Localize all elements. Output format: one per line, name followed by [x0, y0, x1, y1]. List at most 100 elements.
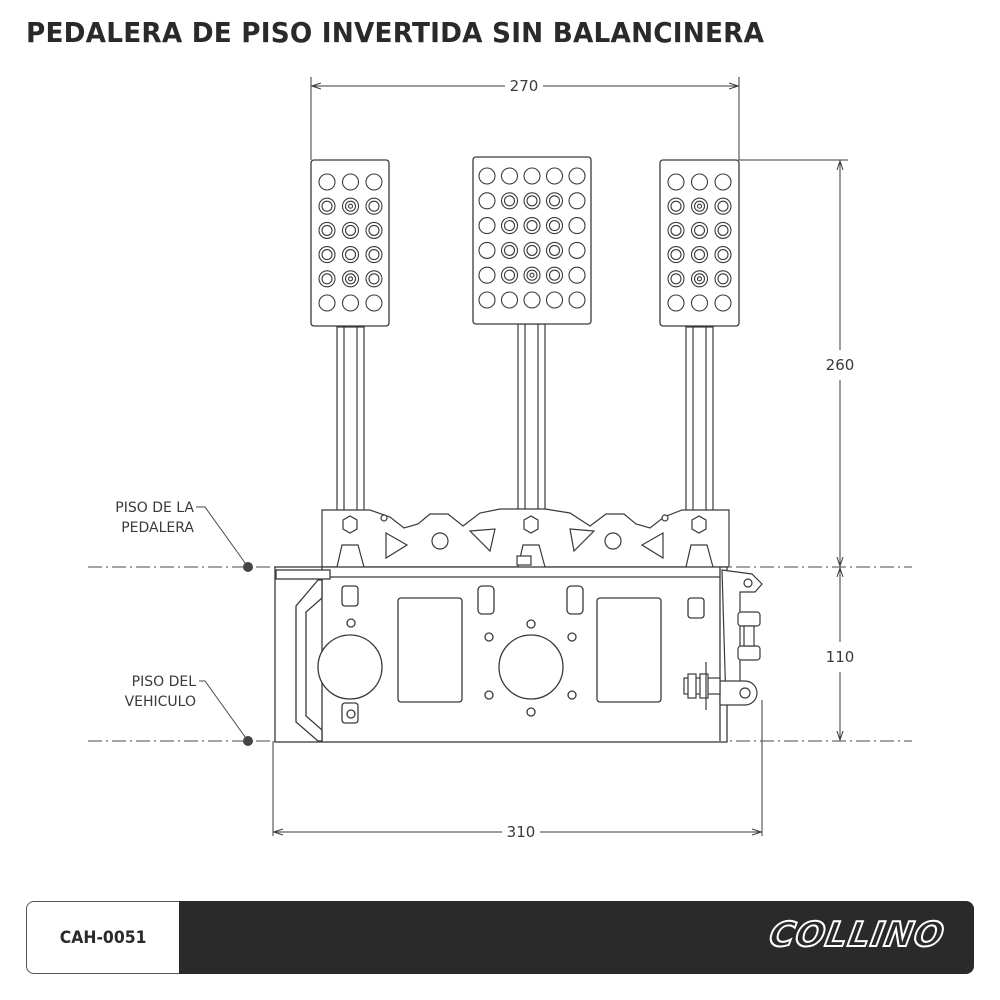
pad-hole [478, 266, 496, 284]
pad-hole [714, 270, 732, 288]
pad-hole [545, 167, 564, 185]
pad-hole [714, 246, 732, 264]
pad-hole-ring [503, 195, 516, 207]
pad-hole [478, 217, 496, 235]
center-pivot-nut [523, 515, 539, 534]
pad-hole [523, 291, 541, 309]
vehicle-floor-label-line2: VEHICULO [125, 694, 196, 710]
pad-hole [568, 192, 586, 210]
pad-hole-ring [344, 224, 357, 236]
left-window [397, 597, 463, 703]
pad-hole [500, 192, 519, 210]
pad-hole [365, 294, 383, 312]
pedal-floor-marker [243, 562, 253, 572]
pad-hole [341, 270, 360, 288]
pad-hole [318, 294, 336, 312]
pad-hole-ring [548, 195, 561, 207]
vehicle-floor-leader [199, 680, 249, 742]
pad-hole-ring [321, 249, 333, 261]
product-code: CAH-0051 [59, 927, 147, 948]
pad-hole-ring [717, 200, 729, 212]
brand-logo: COLLINO [765, 914, 948, 956]
pad-hole [365, 246, 383, 264]
pad-hole-ring [321, 200, 333, 212]
floor-leaders [196, 506, 249, 742]
pad-hole [318, 197, 336, 215]
pad-hole [568, 167, 586, 185]
pad-hole [500, 167, 519, 185]
pad-hole [365, 221, 383, 239]
pad-hole [568, 266, 586, 284]
left-master-cylinder-port [317, 634, 383, 700]
vehicle-floor-label-line1: PISO DEL [132, 674, 197, 690]
pad-hole-ring [368, 200, 380, 212]
pad-hole [365, 270, 383, 288]
pad-hole [667, 173, 685, 191]
pad-hole-ring [670, 273, 682, 285]
dimension-base-width: 310 [507, 823, 536, 841]
pedal-floor-label-line1: PISO DE LA [115, 500, 194, 516]
pad-hole [568, 291, 586, 309]
pad-hole [545, 241, 564, 259]
pad-hole-ring [368, 249, 380, 261]
pad-hole-ring [368, 273, 380, 285]
pad-hole [667, 197, 685, 215]
footer-brand-band: COLLINO [179, 901, 974, 974]
left-pivot-nut [342, 515, 358, 534]
pad-hole [714, 173, 732, 191]
dimension-pedal-height: 260 [826, 356, 855, 374]
pad-hole [500, 291, 519, 309]
pad-hole [318, 270, 336, 288]
pad-hole-center [696, 203, 703, 209]
pad-hole [714, 294, 732, 312]
pad-hole-ring [526, 244, 538, 256]
pad-hole-ring [717, 224, 729, 236]
pad-hole [690, 173, 709, 191]
pad-hole-ring [344, 273, 357, 285]
pad-hole [478, 192, 496, 210]
pad-hole-ring [526, 195, 538, 207]
pad-hole-ring [693, 273, 706, 285]
pad-hole-ring [693, 200, 706, 212]
right-pedal-arm [685, 326, 714, 518]
pad-hole [478, 291, 496, 309]
pad-hole [365, 197, 383, 215]
pad-hole [523, 217, 541, 235]
pad-hole [341, 294, 360, 312]
pad-hole [523, 192, 541, 210]
pad-hole [500, 241, 519, 259]
pad-hole [318, 246, 336, 264]
pad-hole [667, 270, 685, 288]
pad-hole-center [347, 276, 354, 282]
center-master-cylinder-port [498, 634, 564, 700]
pad-hole [545, 266, 564, 284]
pad-hole [690, 294, 709, 312]
pad-hole [341, 246, 360, 264]
pad-hole [545, 291, 564, 309]
pad-hole-ring [503, 220, 516, 232]
right-window [596, 597, 662, 703]
pad-hole [478, 241, 496, 259]
pad-hole [500, 266, 519, 284]
pedal-pad-holes [318, 167, 732, 312]
pad-hole-ring [693, 224, 706, 236]
pad-hole-ring [526, 220, 538, 232]
center-pedal-pad [472, 156, 592, 325]
pad-hole [667, 294, 685, 312]
product-code-box: CAH-0051 [26, 901, 179, 974]
pad-hole-center [347, 203, 354, 209]
pad-hole [690, 270, 709, 288]
pad-hole [341, 221, 360, 239]
pad-hole-ring [717, 249, 729, 261]
base-frame [274, 566, 728, 743]
pad-hole [341, 197, 360, 215]
pad-hole-ring [368, 224, 380, 236]
pad-hole-center [529, 272, 535, 278]
dimension-top-width: 270 [510, 77, 539, 95]
pad-hole-ring [344, 249, 357, 261]
pad-hole [478, 167, 496, 185]
pad-hole-ring [526, 269, 538, 281]
page-title: PEDALERA DE PISO INVERTIDA SIN BALANCINE… [26, 16, 765, 49]
pad-hole [667, 221, 685, 239]
pad-hole [523, 266, 541, 284]
